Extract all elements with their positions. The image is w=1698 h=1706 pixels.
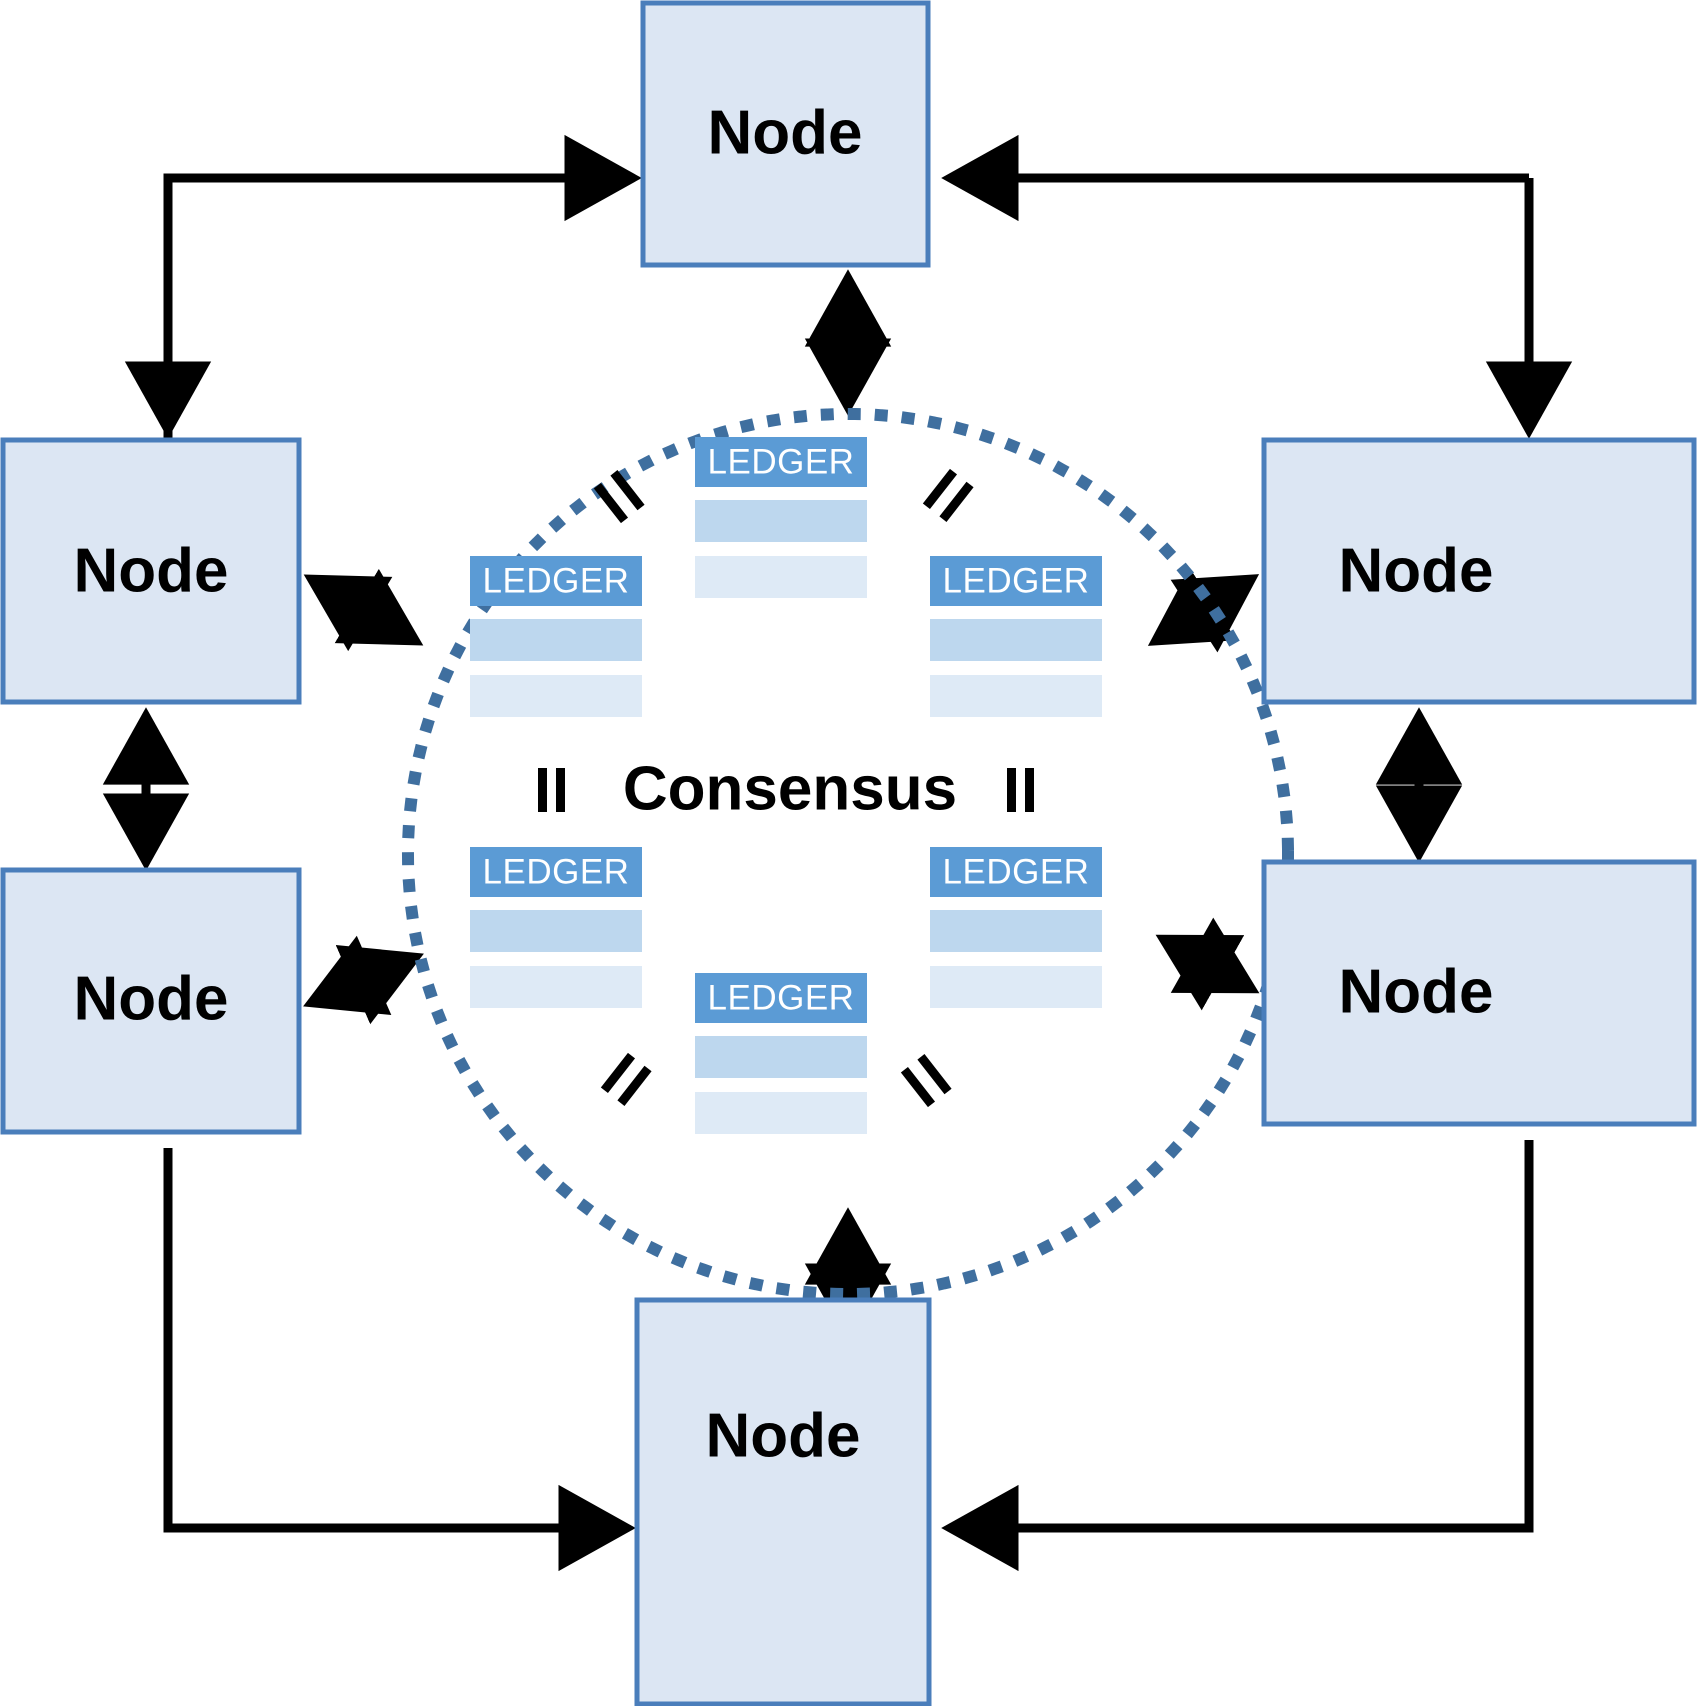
ledger-left-upper-label: LEDGER <box>483 561 630 600</box>
ledger-left-lower[interactable]: LEDGER <box>470 847 642 1008</box>
ledger-bottom[interactable]: LEDGER <box>695 973 867 1134</box>
ledger-left-upper[interactable]: LEDGER <box>470 556 642 717</box>
ledger-left-upper-row-2 <box>470 675 642 717</box>
node-bottom-label: Node <box>706 1401 861 1470</box>
ledger-top-row-2 <box>695 556 867 598</box>
ledger-right-upper-row-2 <box>930 675 1102 717</box>
ledger-bottom-row-2 <box>695 1092 867 1134</box>
outer-elbow-connectors <box>124 134 1573 1572</box>
equals-mid-left <box>538 768 565 812</box>
ledger-right-upper-label: LEDGER <box>943 561 1090 600</box>
node-right-lower[interactable]: Node <box>1261 859 1697 1127</box>
node-bottom[interactable]: Node <box>634 1297 932 1706</box>
ledger-right-upper[interactable]: LEDGER <box>930 556 1102 717</box>
node-top[interactable]: Node <box>640 0 931 268</box>
node-left-lower[interactable]: Node <box>0 867 302 1135</box>
ledger-right-lower-label: LEDGER <box>943 852 1090 891</box>
ledger-left-upper-row-1 <box>470 619 642 661</box>
ledger-right-lower-row-2 <box>930 966 1102 1008</box>
ledger-top-row-1 <box>695 500 867 542</box>
ledger-bottom-label: LEDGER <box>708 978 855 1017</box>
conn-bottomright-elbow[interactable] <box>941 1140 1534 1572</box>
equals-mid-right <box>1007 768 1034 812</box>
node-right-lower-label: Node <box>1339 957 1494 1026</box>
equals-bottom-right <box>900 1054 952 1108</box>
consensus-circle <box>402 408 1294 1300</box>
ledger-left-lower-row-2 <box>470 966 642 1008</box>
ledger-top-label: LEDGER <box>708 442 855 481</box>
node-left-lower-label: Node <box>74 964 229 1033</box>
ledger-left-lower-row-1 <box>470 910 642 952</box>
consensus-label: Consensus <box>623 754 957 823</box>
node-right-upper[interactable]: Node <box>1261 437 1697 705</box>
equals-top-left <box>593 470 645 524</box>
conn-left-lower-to-circle[interactable] <box>303 935 424 1025</box>
ledger-right-lower-row-1 <box>930 910 1102 952</box>
ledger-top[interactable]: LEDGER <box>695 437 867 598</box>
conn-left-upper-to-circle[interactable] <box>303 568 424 652</box>
node-top-label: Node <box>708 98 863 167</box>
ledger-left-lower-label: LEDGER <box>483 852 630 891</box>
side-vertical-connectors <box>102 707 1463 871</box>
conn-right-lower-to-circle[interactable] <box>1155 917 1260 1011</box>
ledger-right-upper-row-1 <box>930 619 1102 661</box>
node-left-upper[interactable]: Node <box>0 437 302 705</box>
node-left-upper-label: Node <box>74 536 229 605</box>
conn-bottomleft-elbow[interactable] <box>163 1148 636 1572</box>
ledger-right-lower[interactable]: LEDGER <box>930 847 1102 1008</box>
node-right-upper-label: Node <box>1339 536 1494 605</box>
equals-top-right <box>922 468 974 522</box>
equals-bottom-left <box>600 1052 652 1106</box>
ledger-bottom-row-1 <box>695 1036 867 1078</box>
conn-right-upper-to-circle[interactable] <box>1147 567 1260 653</box>
